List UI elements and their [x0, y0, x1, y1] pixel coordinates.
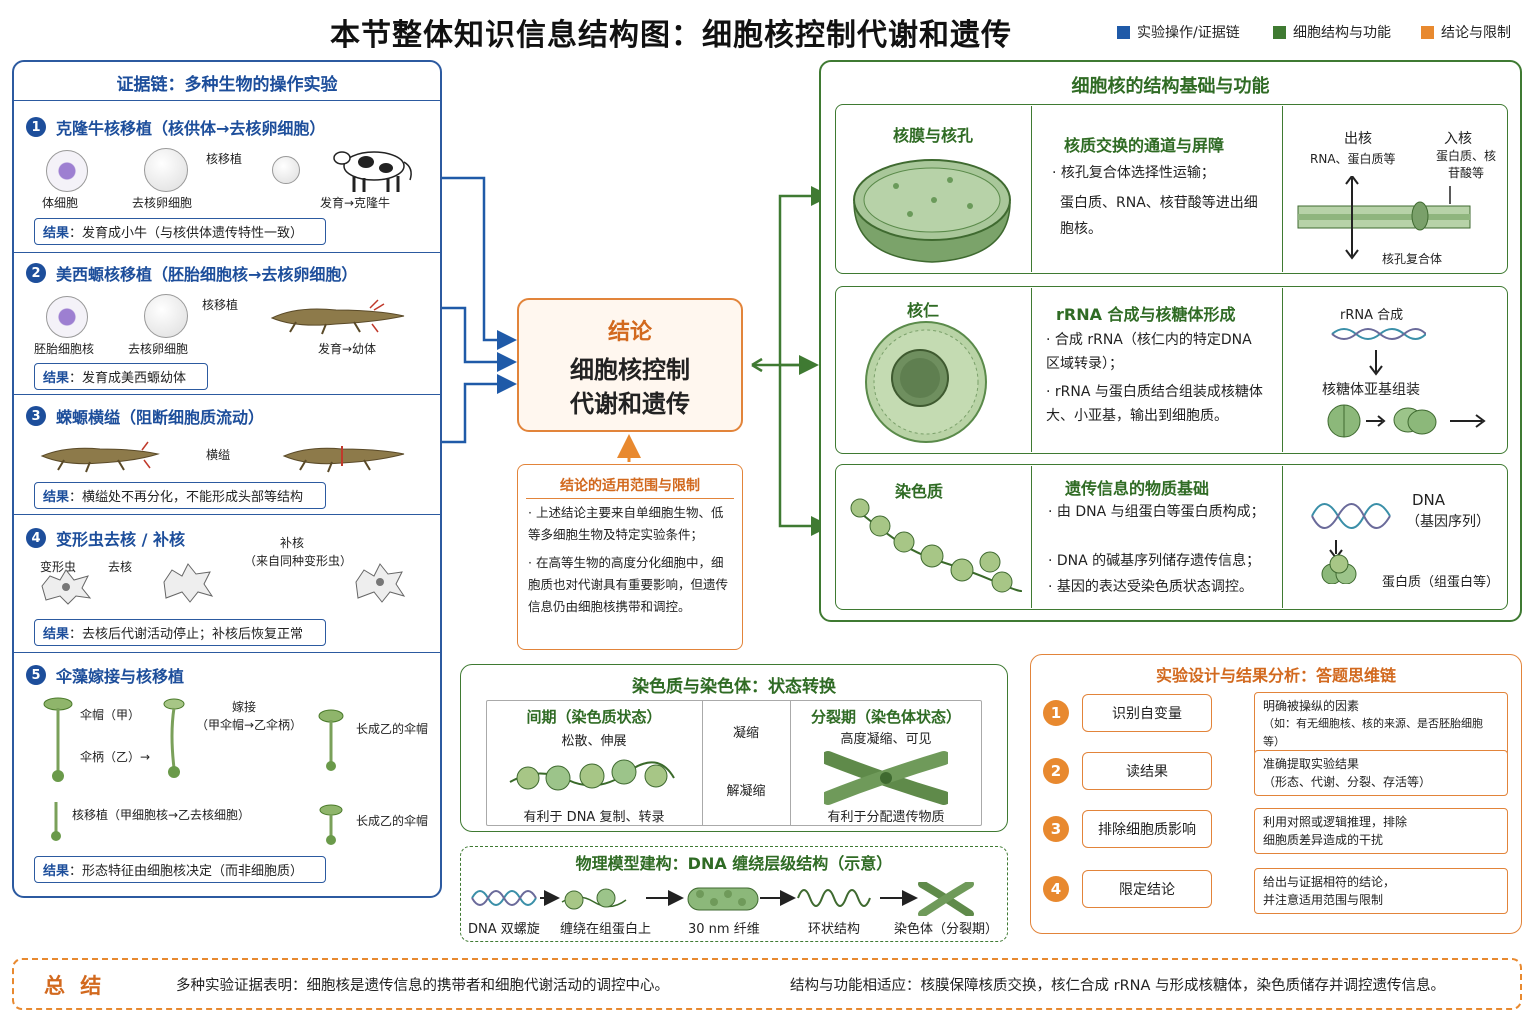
- design-desc-2: 准确提取实验结果（形态、代谢、分裂、存活等）: [1254, 750, 1508, 796]
- design-step-2: 读结果: [1082, 752, 1212, 790]
- design-step-1: 识别自变量: [1082, 694, 1212, 732]
- acetabularia-stalk-icon: [51, 802, 61, 841]
- summary-text-2: 结构与功能相适应：核膜保障核质交换，核仁合成 rRNA 与形成核糖体，染色质储存…: [790, 978, 1446, 994]
- enucleated-amoeba-icon: [163, 563, 214, 603]
- exp5-result: 结果：形态特征由细胞核决定（而非细胞质）: [34, 856, 326, 883]
- enucleated-egg-icon: [144, 148, 188, 192]
- interphase-chromatin-icon: [509, 759, 675, 791]
- acetabularia-a-icon: [43, 697, 73, 782]
- acetabularia-b-icon: [163, 698, 185, 778]
- arrow-exp1-to-conclusion: [442, 176, 517, 350]
- cow-icon: [333, 151, 412, 192]
- model-panel: [460, 846, 1008, 942]
- arrow-exp2-to-conclusion: [442, 306, 517, 372]
- evidence-panel: [12, 60, 442, 898]
- legend-item-conclusion: 结论与限制: [1421, 22, 1511, 42]
- design-step-3: 排除细胞质影响: [1082, 810, 1212, 848]
- dna-helix-icon: [1311, 503, 1391, 584]
- summary-label: 总 结: [44, 974, 106, 998]
- rrna-synthesis-icon: [1331, 328, 1426, 376]
- ligated-salamander-icon: [282, 446, 405, 473]
- summary-text-1: 多种实验证据表明：细胞核是遗传信息的携带者和细胞代谢活动的调控中心。: [176, 978, 669, 994]
- design-desc-4: 给出与证据相符的结论，并注意适用范围与限制: [1254, 868, 1508, 914]
- legend-item-structure: 细胞结构与功能: [1273, 22, 1391, 42]
- enucleated-egg2-icon: [144, 294, 188, 338]
- chromatin-row: [835, 464, 1508, 610]
- legend-swatch-green: [1273, 25, 1286, 39]
- transition-panel: [460, 664, 1008, 832]
- chromatin-fiber-icon: [850, 498, 1022, 593]
- nuclear-pore-icon: [1297, 176, 1471, 260]
- grown-cap-b-icon: [318, 709, 344, 771]
- somatic-cell-icon: [46, 150, 88, 192]
- embryo-cell-icon: [46, 296, 88, 338]
- ribosome-assembly-icon: [1327, 404, 1486, 438]
- reconstructed-egg-icon: [272, 156, 300, 184]
- exp3-result: 结果：横缢处不再分化，不能形成头部等结构: [34, 482, 326, 509]
- design-desc-3: 利用对照或逻辑推理，排除细胞质差异造成的干扰: [1254, 808, 1508, 854]
- exp2-result: 结果：发育成美西螈幼体: [34, 363, 208, 390]
- dna-packaging-icons: [471, 882, 974, 916]
- grown-cap-b2-icon: [319, 804, 343, 845]
- scope-box: [517, 464, 743, 650]
- renucleated-amoeba-icon: [355, 563, 406, 603]
- summary-bar: [12, 958, 1522, 1010]
- design-step-4: 限定结论: [1082, 870, 1212, 908]
- nuclear-envelope-icon: [853, 159, 1011, 263]
- evidence-heading: 证据链：多种生物的操作实验: [116, 75, 338, 95]
- amoeba-icon: [41, 569, 92, 605]
- arrow-exp3-to-conclusion: [442, 374, 517, 444]
- axolotl-larva-icon: [270, 299, 405, 335]
- exp1-result: 结果：发育成小牛（与核供体遗传特性一致）: [34, 218, 326, 245]
- legend-item-experiment: 实验操作/证据链: [1117, 22, 1240, 42]
- salamander-icon: [40, 441, 160, 473]
- nucleolus-icon: [865, 321, 987, 443]
- exp4-result: 结果：去核后代谢活动停止；补核后恢复正常: [34, 619, 326, 646]
- metaphase-chromosome-icon: [824, 751, 948, 805]
- scope-item-2: · 在高等生物的高度分化细胞中，细胞质也对代谢具有重要影响，但遗传信息仍由细胞核…: [528, 555, 729, 614]
- page-title: 本节整体知识信息结构图：细胞核控制代谢和遗传: [330, 18, 1012, 53]
- legend-swatch-blue: [1117, 25, 1130, 39]
- design-desc-1: 明确被操纵的因素（如：有无细胞核、核的来源、是否胚胎细胞等）: [1254, 692, 1508, 756]
- conclusion-box: [517, 298, 743, 432]
- legend-swatch-orange: [1421, 25, 1434, 39]
- scope-item-1: · 上述结论主要来自单细胞生物、低等多细胞生物及特定实验条件；: [528, 505, 724, 542]
